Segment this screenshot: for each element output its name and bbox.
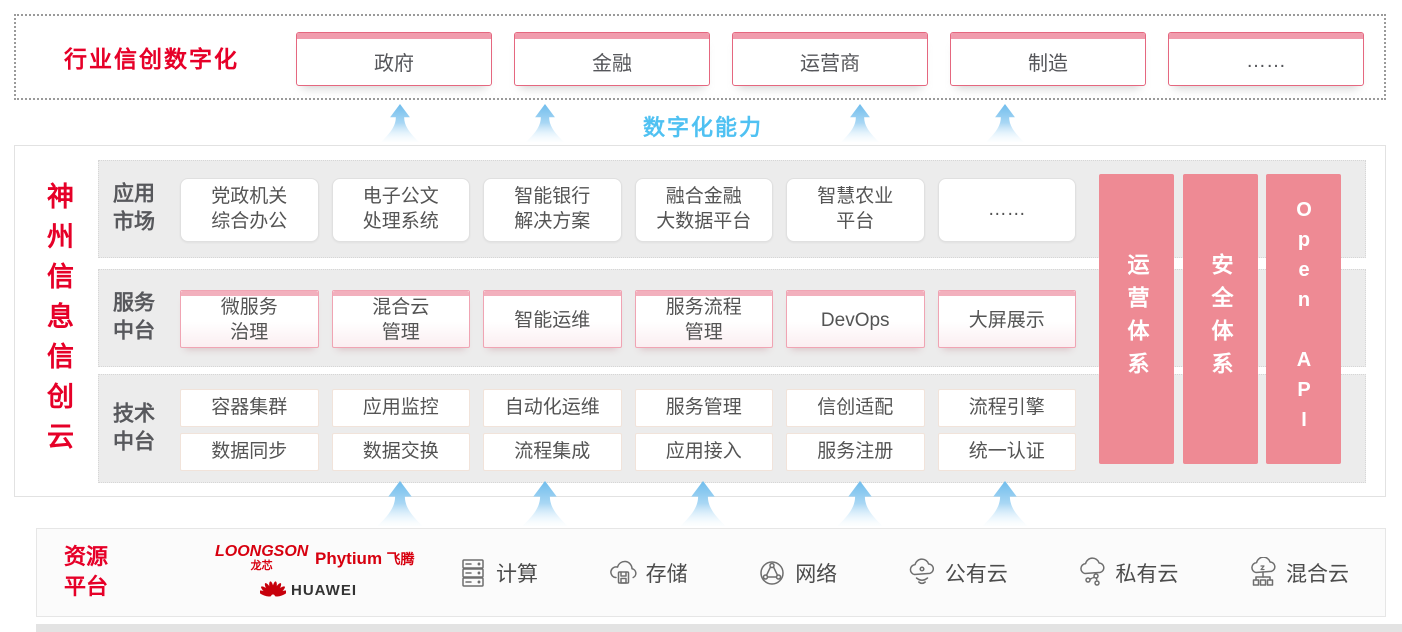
app-box-more: …… — [937, 178, 1076, 242]
up-arrow-icon — [680, 481, 726, 526]
industry-items: 政府 金融 运营商 制造 …… — [296, 32, 1364, 86]
industry-section-title: 行业信创数字化 — [64, 46, 239, 72]
tech-platform-boxes-row2: 数据同步 数据交换 流程集成 应用接入 服务注册 统一认证 — [180, 433, 1076, 471]
huawei-flower-icon — [260, 581, 286, 597]
app-box-party-gov-office: 党政机关 综合办公 — [180, 178, 319, 242]
tech-box-service-mgmt: 服务管理 — [634, 389, 773, 427]
tech-box-data-sync: 数据同步 — [180, 433, 319, 471]
private-cloud-icon — [1080, 556, 1105, 586]
svc-box-intelligent-ops: 智能运维 — [483, 290, 622, 348]
phytium-logo: Phytium 飞腾 — [315, 549, 415, 569]
industry-item-government: 政府 — [296, 32, 492, 86]
resource-platform-title: 资源 平台 — [64, 543, 109, 600]
svc-box-microservice-governance: 微服务 治理 — [180, 290, 319, 348]
svc-box-service-process-mgmt: 服务流程 管理 — [634, 290, 773, 348]
vendor-logos: LOONGSON 龙芯 Phytium 飞腾 HUAWEI — [205, 539, 455, 609]
phytium-chinese-name: 飞腾 — [386, 551, 415, 567]
tech-box-process-engine: 流程引擎 — [937, 389, 1076, 427]
up-arrow-icon — [381, 104, 419, 142]
loongson-wordmark: LOONGSON — [215, 543, 309, 560]
tech-platform-boxes-row1: 容器集群 应用监控 自动化运维 服务管理 信创适配 流程引擎 — [180, 389, 1076, 427]
resource-platform-section: 资源 平台 LOONGSON 龙芯 Phytium 飞腾 — [36, 528, 1386, 617]
hybrid-cloud-icon — [1251, 556, 1276, 586]
resource-item-network: 网络 — [756, 557, 837, 589]
industry-item-operator: 运营商 — [732, 32, 928, 86]
side-bar-operation-system: 运营体系 — [1099, 174, 1174, 464]
tech-box-unified-auth: 统一认证 — [937, 433, 1076, 471]
service-platform-row: 服务 中台 微服务 治理 混合云 管理 智能运维 服务流程 管理 DevOps … — [98, 269, 1366, 367]
up-arrow-icon — [982, 481, 1028, 526]
resource-item-storage: 存储 — [607, 557, 688, 589]
loongson-logo: LOONGSON 龙芯 — [215, 543, 309, 573]
resource-item-label: 网络 — [795, 562, 838, 586]
xinchuang-cloud-platform-section: 神州信息信创云 应用 市场 党政机关 综合办公 电子公文 处理系统 智能银行 解… — [14, 145, 1386, 497]
svc-box-hybrid-cloud-mgmt: 混合云 管理 — [331, 290, 470, 348]
industry-item-manufacturing: 制造 — [950, 32, 1146, 86]
up-arrow-icon — [526, 104, 564, 142]
industry-item-more: …… — [1168, 32, 1364, 86]
bottom-divider-bar — [36, 624, 1402, 632]
tech-box-app-monitoring: 应用监控 — [331, 389, 470, 427]
resource-item-private-cloud: 私有云 — [1076, 556, 1179, 589]
tech-box-process-integration: 流程集成 — [483, 433, 622, 471]
up-arrow-icon — [986, 104, 1024, 142]
platform-vertical-title: 神州信息信创云 — [43, 182, 73, 462]
network-globe-icon — [760, 560, 784, 585]
huawei-wordmark: HUAWEI — [291, 581, 357, 599]
svc-box-devops: DevOps — [786, 290, 925, 348]
public-cloud-icon — [909, 557, 934, 584]
up-arrow-icon — [522, 481, 568, 526]
service-platform-boxes: 微服务 治理 混合云 管理 智能运维 服务流程 管理 DevOps 大屏展示 — [180, 290, 1076, 348]
app-market-row: 应用 市场 党政机关 综合办公 电子公文 处理系统 智能银行 解决方案 融合金融… — [98, 160, 1366, 258]
tech-box-automated-ops: 自动化运维 — [483, 389, 622, 427]
industry-item-finance: 金融 — [514, 32, 710, 86]
tech-platform-row: 技术 中台 容器集群 应用监控 自动化运维 服务管理 信创适配 流程引擎 数据同… — [98, 374, 1366, 483]
side-bar-security-system: 安全体系 — [1183, 174, 1258, 464]
app-box-finance-bigdata: 融合金融 大数据平台 — [634, 178, 773, 242]
resource-item-label: 私有云 — [1115, 562, 1179, 586]
app-box-smart-agriculture: 智慧农业 平台 — [786, 178, 925, 242]
industry-digitalization-section: 行业信创数字化 政府 金融 运营商 制造 …… — [14, 14, 1386, 100]
resource-item-label: 混合云 — [1285, 562, 1349, 586]
service-platform-label: 服务 中台 — [113, 291, 155, 343]
resource-item-label: 存储 — [645, 562, 688, 586]
tech-box-service-registry: 服务注册 — [786, 433, 925, 471]
resource-item-label: 计算 — [496, 562, 538, 586]
compute-server-icon — [462, 558, 484, 587]
resource-item-hybrid-cloud: 混合云 — [1247, 556, 1349, 589]
phytium-wordmark: Phytium — [315, 549, 383, 568]
tech-box-xinchuang-adaptation: 信创适配 — [786, 389, 925, 427]
up-arrow-icon — [837, 481, 883, 526]
tech-box-container-cluster: 容器集群 — [180, 389, 319, 427]
resource-item-label: 公有云 — [944, 562, 1008, 586]
up-arrow-icon — [377, 481, 423, 526]
tech-box-data-exchange: 数据交换 — [331, 433, 470, 471]
storage-cloud-icon — [609, 560, 637, 584]
tech-platform-label: 技术 中台 — [113, 402, 155, 454]
resource-items: 计算 存储 网络 — [457, 529, 1349, 616]
resource-item-public-cloud: 公有云 — [906, 557, 1008, 589]
app-box-smart-banking: 智能银行 解决方案 — [483, 178, 622, 242]
loongson-chinese-name: 龙芯 — [250, 560, 273, 572]
tech-box-app-access: 应用接入 — [634, 433, 773, 471]
digital-capability-label: 数字化能力 — [642, 115, 764, 140]
app-market-label: 应用 市场 — [113, 182, 155, 234]
side-bar-open-api: Open API — [1266, 174, 1341, 464]
up-arrow-icon — [841, 104, 879, 142]
huawei-logo: HUAWEI — [260, 581, 357, 599]
resource-item-compute: 计算 — [457, 557, 538, 589]
app-market-boxes: 党政机关 综合办公 电子公文 处理系统 智能银行 解决方案 融合金融 大数据平台… — [180, 178, 1076, 242]
app-box-e-document-system: 电子公文 处理系统 — [331, 178, 470, 242]
svc-box-big-screen-display: 大屏展示 — [937, 290, 1076, 348]
